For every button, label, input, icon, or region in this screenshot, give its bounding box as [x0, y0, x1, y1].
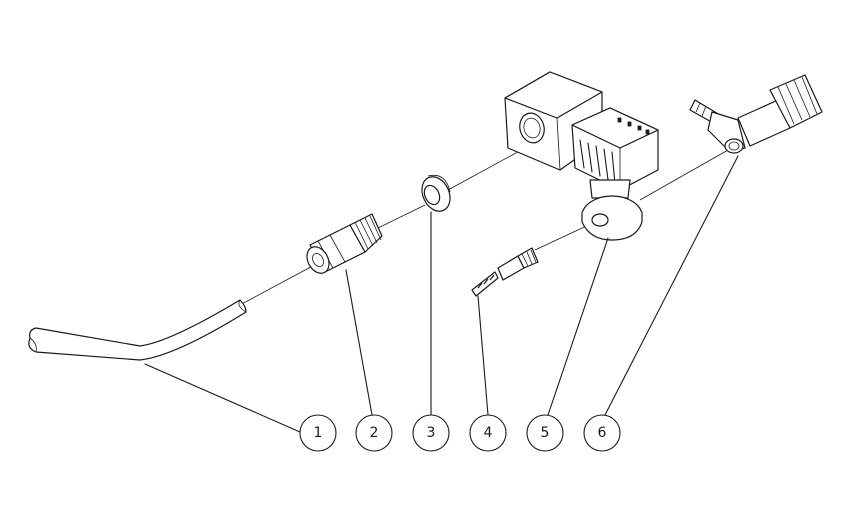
callout-6: 6 [583, 414, 621, 452]
callout-4: 4 [469, 414, 507, 452]
callout-5-label: 5 [541, 425, 550, 441]
part-1-tube [28, 299, 247, 361]
callout-2-label: 2 [370, 425, 379, 441]
callout-2: 2 [355, 414, 393, 452]
callout-group: 1 2 3 4 5 6 [299, 414, 621, 452]
part-3-washer [421, 174, 451, 212]
callout-6-label: 6 [598, 425, 607, 441]
part-6-elbow-fitting [689, 74, 823, 154]
callout-1-label: 1 [314, 425, 323, 441]
callout-1: 1 [299, 414, 337, 452]
part-2-compression-fitting [306, 213, 383, 274]
callout-3: 3 [412, 414, 450, 452]
part-4-hose-barb [471, 247, 539, 297]
callout-3-label: 3 [427, 425, 436, 441]
callout-5: 5 [526, 414, 564, 452]
callout-4-label: 4 [484, 425, 493, 441]
leader-lines [144, 155, 739, 433]
part-5-solenoid-valve [504, 71, 659, 241]
